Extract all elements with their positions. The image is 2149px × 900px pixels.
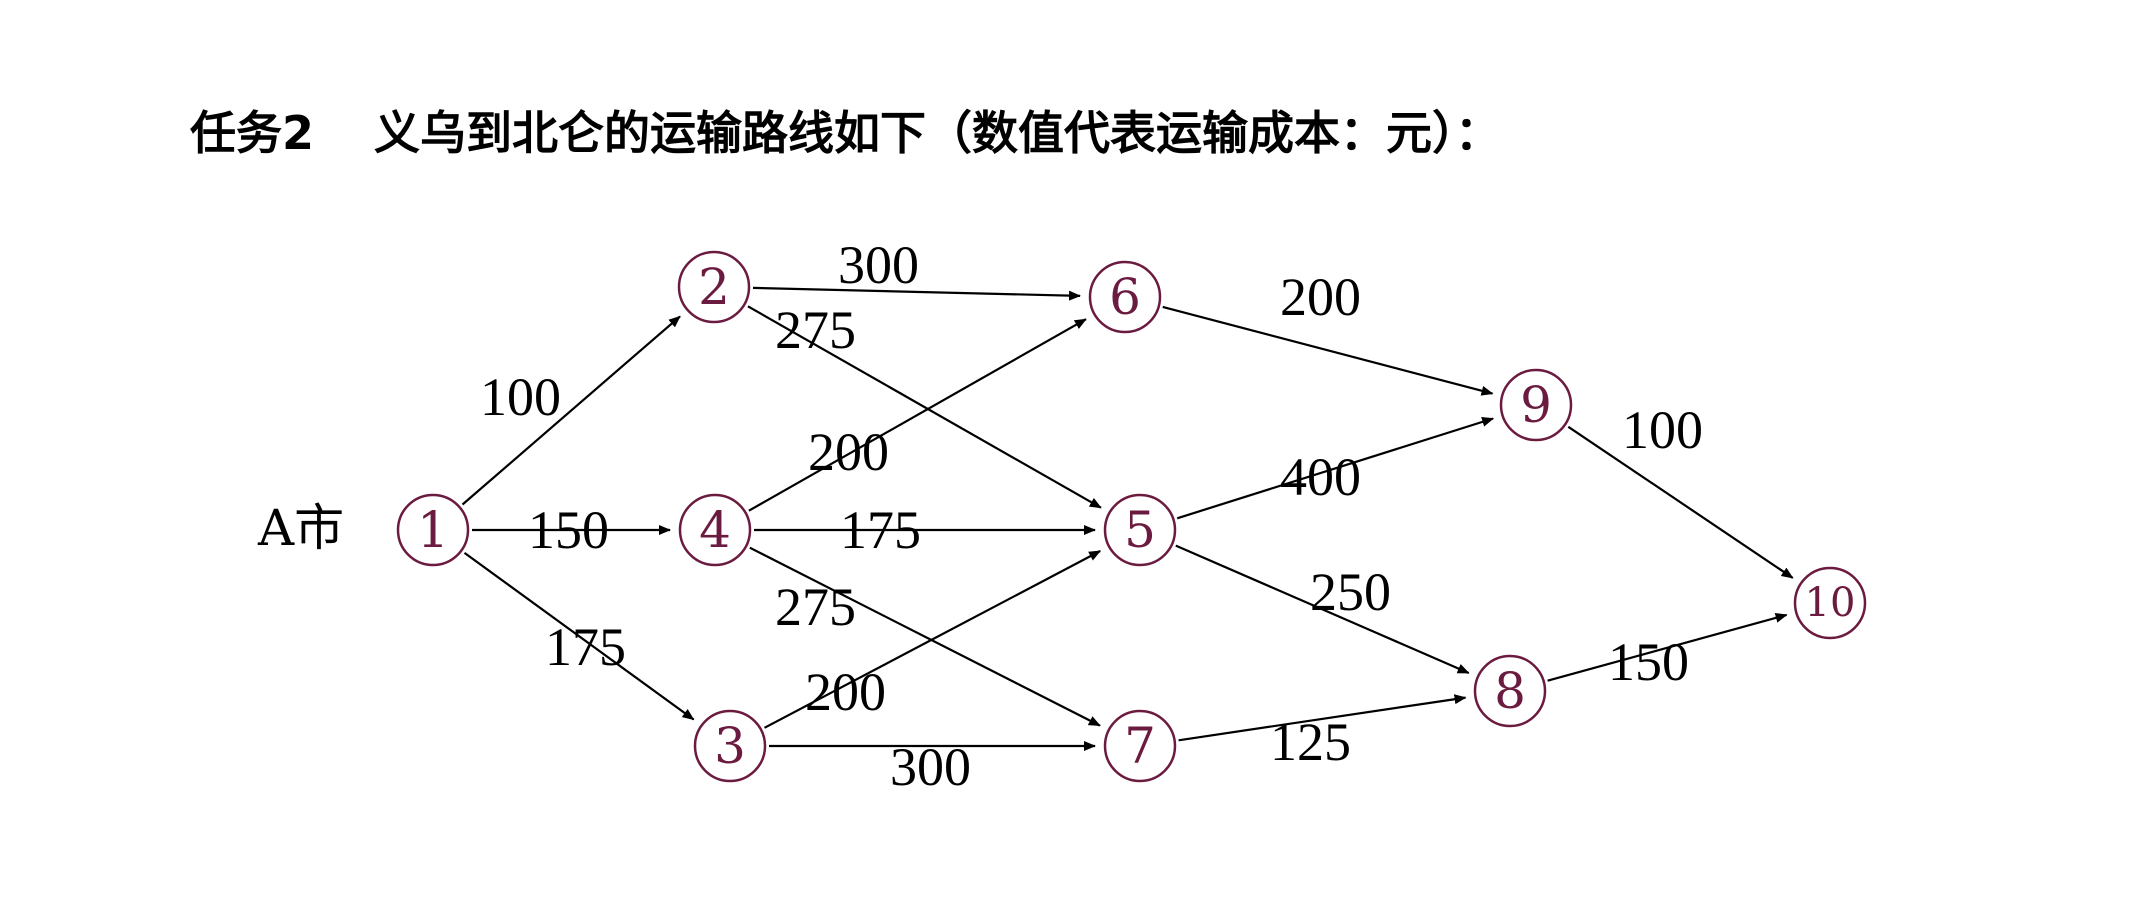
edge-cost-label-6-9: 200 — [1280, 267, 1361, 327]
edge-cost-label-4-7: 275 — [775, 577, 856, 637]
edge-cost-label-3-5: 200 — [805, 662, 886, 722]
edge-cost-label-1-4: 150 — [528, 500, 609, 560]
edge-8-10 — [1547, 612, 1788, 682]
task-label: 任务2 — [190, 106, 315, 160]
node-label-1: 1 — [417, 501, 449, 559]
node-label-8: 8 — [1494, 662, 1526, 720]
node-label-4: 4 — [699, 501, 731, 559]
edge-5-9 — [1176, 417, 1495, 520]
edge-4-6 — [748, 318, 1087, 512]
node-7: 7 — [1103, 709, 1177, 783]
edge-cost-label-5-9: 400 — [1280, 447, 1361, 507]
node-circle-1 — [396, 493, 470, 567]
node-4: 4 — [678, 493, 752, 567]
node-circle-10 — [1793, 566, 1867, 640]
edge-2-6 — [752, 286, 1081, 301]
node-2: 2 — [677, 250, 751, 324]
edge-7-8 — [1178, 694, 1467, 742]
node-circle-9 — [1499, 368, 1573, 442]
edge-cost-label-2-6: 300 — [838, 235, 919, 295]
node-8: 8 — [1473, 654, 1547, 728]
page-title: 任务2 义乌到北仑的运输路线如下（数值代表运输成本：元）： — [190, 98, 1501, 168]
node-circle-7 — [1103, 709, 1177, 783]
edge-cost-label-4-6: 200 — [808, 422, 889, 482]
node-label-3: 3 — [714, 717, 746, 775]
edge-cost-label-2-5: 275 — [775, 300, 856, 360]
node-circle-2 — [677, 250, 751, 324]
edge-cost-label-4-5: 175 — [840, 500, 921, 560]
edge-9-10 — [1567, 425, 1794, 579]
node-9: 9 — [1499, 368, 1573, 442]
edge-5-8 — [1175, 544, 1470, 675]
edge-cost-label-1-3: 175 — [545, 617, 626, 677]
edge-6-9 — [1162, 305, 1494, 396]
nodes-layer: 1 2 3 4 5 6 7 8 9 10 — [396, 250, 1867, 783]
node-label-6: 6 — [1109, 268, 1141, 326]
node-1: 1 — [396, 493, 470, 567]
node-label-9: 9 — [1520, 376, 1552, 434]
node-label-5: 5 — [1124, 501, 1156, 559]
node-circle-4 — [678, 493, 752, 567]
node-circle-6 — [1088, 260, 1162, 334]
edge-4-7 — [749, 546, 1101, 727]
node-label-2: 2 — [698, 258, 730, 316]
node-6: 6 — [1088, 260, 1162, 334]
node-circle-5 — [1103, 493, 1177, 567]
edge-cost-label-5-8: 250 — [1310, 562, 1391, 622]
node-3: 3 — [693, 709, 767, 783]
edge-cost-label-7-8: 125 — [1270, 712, 1351, 772]
node-label-7: 7 — [1124, 717, 1156, 775]
node-label-10: 10 — [1805, 580, 1856, 626]
edge-2-5 — [747, 305, 1102, 509]
edge-3-5 — [763, 550, 1102, 729]
node-circle-8 — [1473, 654, 1547, 728]
node-circle-3 — [693, 709, 767, 783]
node-10: 10 — [1793, 566, 1867, 640]
node-5: 5 — [1103, 493, 1177, 567]
edge-cost-label-3-7: 300 — [890, 737, 971, 797]
edge-1-2 — [461, 315, 681, 506]
start-city-label: A市 — [257, 499, 344, 557]
edge-cost-label-9-10: 100 — [1622, 400, 1703, 460]
edge-1-3 — [463, 552, 695, 721]
task-description: 义乌到北仑的运输路线如下（数值代表运输成本：元）： — [374, 106, 1502, 160]
edge-cost-label-8-10: 150 — [1608, 632, 1689, 692]
edge-cost-label-1-2: 100 — [480, 367, 561, 427]
edges-layer: 1001501753002752001752752003002004002501… — [461, 235, 1794, 797]
